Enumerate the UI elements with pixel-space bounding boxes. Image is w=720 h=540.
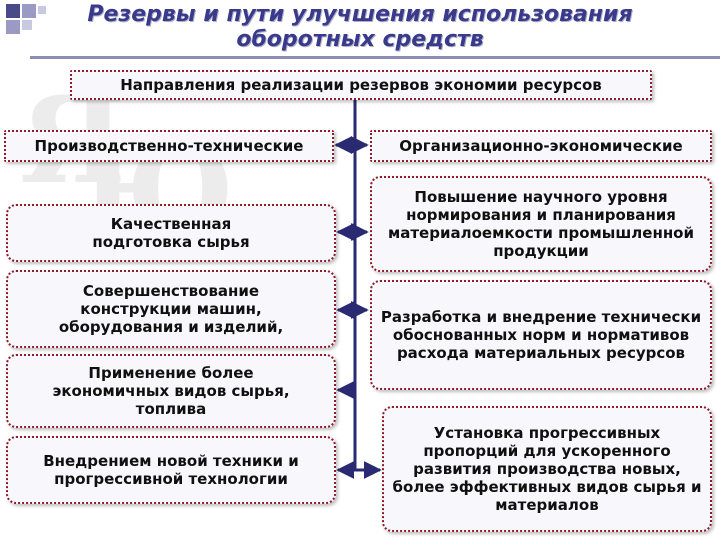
right-item-scientific-planning: Повышение научного уровня нормирования и… xyxy=(370,176,712,272)
item-label: Применение более экономичных видов сырья… xyxy=(52,364,290,418)
left-item-raw-material-prep: Качественная подготовка сырья xyxy=(6,204,336,262)
left-item-design-improvement: Совершенствование конструкции машин, обо… xyxy=(6,270,336,348)
title-divider xyxy=(30,56,720,59)
item-label: Качественная подготовка сырья xyxy=(92,215,250,251)
corner-decoration xyxy=(0,0,48,48)
right-item-progressive-proportions: Установка прогрессивных пропорций для ус… xyxy=(382,406,712,532)
item-label: Разработка и внедрение технически обосно… xyxy=(380,308,702,362)
item-label: Установка прогрессивных пропорций для ус… xyxy=(392,424,702,514)
branch-organizational-economic: Организационно-экономические xyxy=(370,130,712,162)
branch-label: Производственно-технические xyxy=(34,137,304,155)
item-label: Повышение научного уровня нормирования и… xyxy=(387,188,694,260)
page-title: Резервы и пути улучшения использования о… xyxy=(87,2,633,52)
root-label: Направления реализации резервов экономии… xyxy=(120,76,602,94)
item-label: Внедрением новой техники и прогрессивной… xyxy=(43,452,299,488)
right-item-norms-development: Разработка и внедрение технически обосно… xyxy=(370,280,712,390)
branch-production-technical: Производственно-технические xyxy=(4,130,334,162)
left-item-new-technology: Внедрением новой техники и прогрессивной… xyxy=(6,436,336,504)
item-label: Совершенствование конструкции машин, обо… xyxy=(58,282,284,336)
branch-label: Организационно-экономические xyxy=(399,137,683,155)
left-item-economical-materials: Применение более экономичных видов сырья… xyxy=(6,354,336,428)
root-node: Направления реализации резервов экономии… xyxy=(70,70,652,100)
